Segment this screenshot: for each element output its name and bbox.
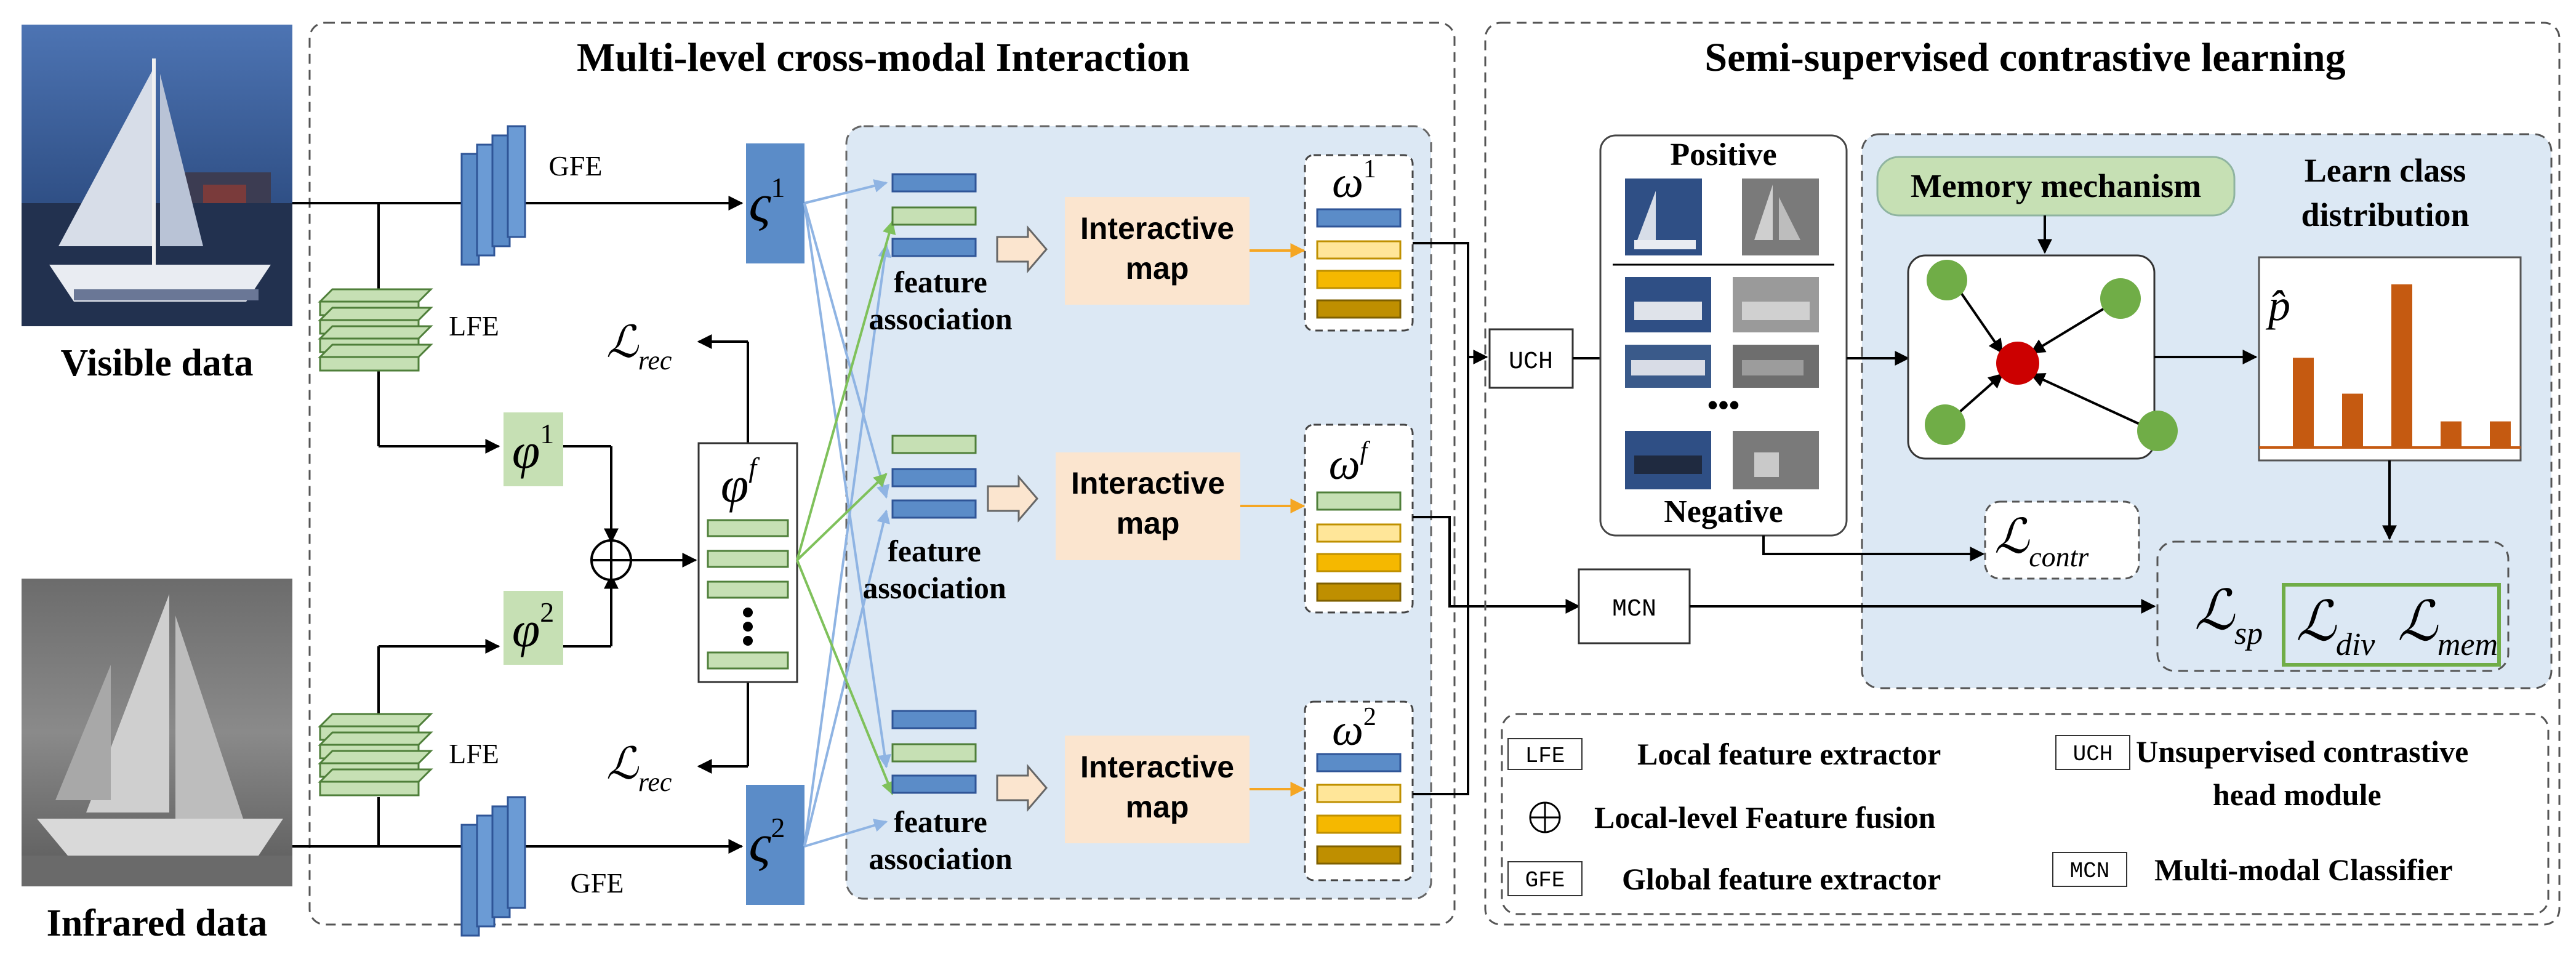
contrastive-learning-panel xyxy=(1484,22,2561,926)
mcn-box xyxy=(1578,568,1691,644)
hollow-arrows xyxy=(987,225,1048,813)
negative-to-contr-connector xyxy=(1762,536,1985,561)
legend-mcn-code-box xyxy=(2052,852,2127,887)
association-arrows-green xyxy=(796,220,896,796)
feature-association-bottom xyxy=(891,710,977,794)
varsigma1-box xyxy=(746,143,804,263)
legend-gfe-code-box xyxy=(1507,861,1583,896)
loss-rec-bottom: ℒrec xyxy=(606,739,672,797)
legend-gfe-desc: Global feature extractor xyxy=(1622,862,1941,896)
phi-f-feature-bars xyxy=(707,519,789,670)
visible-data-label: Visible data xyxy=(61,342,254,384)
legend-uch-code-box xyxy=(2055,735,2130,770)
mcn-label: MCN xyxy=(1612,596,1656,624)
gfe-label-top: GFE xyxy=(549,150,603,182)
interactive-map-middle xyxy=(1056,452,1240,560)
phi1-box xyxy=(504,412,563,486)
lfe-block-top xyxy=(318,288,433,372)
loss-contr: ℒcontr xyxy=(1994,510,2089,572)
varsigma1-symbol: ς1 xyxy=(749,172,785,234)
legend-fusion-desc: Local-level Feature fusion xyxy=(1594,800,1936,835)
omega2-symbol: ω2 xyxy=(1332,703,1376,755)
lfe-block-bottom xyxy=(318,713,433,796)
visible-image xyxy=(22,25,292,326)
positive-label: Positive xyxy=(1670,137,1776,172)
loss-mem: ℒmem xyxy=(2397,592,2498,662)
interactive-map-top xyxy=(1065,197,1250,305)
loss-sp: ℒsp xyxy=(2194,580,2263,651)
p-hat-symbol: p̂ xyxy=(2265,281,2290,330)
negative-ellipsis: ••• xyxy=(1707,388,1740,422)
gfe-block-bottom xyxy=(460,796,526,937)
negative-samples xyxy=(1625,277,1819,489)
gfe-label-bottom: GFE xyxy=(571,867,624,899)
loss-div: ℒdiv xyxy=(2296,592,2375,662)
negative-label: Negative xyxy=(1664,494,1783,529)
omega-f-box xyxy=(1304,423,1414,614)
uch-box xyxy=(1488,328,1574,389)
legend-uch-code: UCH xyxy=(2073,742,2113,767)
contrastive-learning-title: Semi-supervised contrastive learning xyxy=(1704,35,2345,80)
distribution-bar xyxy=(2293,358,2314,447)
legend-lfe-code-box xyxy=(1507,738,1583,770)
memory-mechanism-label: Memory mechanism xyxy=(1911,167,2201,204)
legend-lfe-code: LFE xyxy=(1525,744,1565,769)
feature-association-middle xyxy=(891,435,977,519)
phi2-symbol: φ2 xyxy=(512,596,554,657)
lfe-label-top: LFE xyxy=(449,310,499,342)
fusion-oplus-icon xyxy=(590,539,632,581)
orange-arrows xyxy=(1240,243,1306,796)
memory-center-node xyxy=(1996,342,2039,385)
loss-div-mem-box xyxy=(2282,583,2501,667)
loss-sp-box xyxy=(2156,540,2510,672)
legend-lfe-desc: Local feature extractor xyxy=(1637,737,1941,771)
omega1-box xyxy=(1304,154,1414,332)
memory-mechanism-box xyxy=(1876,156,2236,217)
interactive-map-bottom xyxy=(1065,736,1250,843)
association-arrows-blue xyxy=(803,179,892,848)
legend-fusion-icon xyxy=(1529,801,1561,833)
distribution-bars xyxy=(2293,284,2511,447)
positive-samples xyxy=(1625,179,1819,255)
distribution-bar xyxy=(2441,421,2462,447)
distribution-bar xyxy=(2391,284,2412,447)
omega2-box xyxy=(1304,700,1414,881)
legend-box xyxy=(1501,713,2550,915)
cross-modal-interaction-panel xyxy=(308,22,1456,926)
distribution-bar xyxy=(2342,393,2363,447)
infrared-data-label: Infrared data xyxy=(47,902,268,944)
omega1-symbol: ω1 xyxy=(1332,155,1376,207)
legend-mcn-desc: Multi-modal Classifier xyxy=(2154,853,2453,887)
phi1-symbol: φ1 xyxy=(512,418,554,479)
cross-modal-interaction-title: Multi-level cross-modal Interaction xyxy=(577,35,1190,80)
memory-graph-nodes xyxy=(1925,260,2178,451)
feature-association-top xyxy=(891,173,977,257)
lfe-label-bottom: LFE xyxy=(449,738,499,769)
phi2-box xyxy=(504,591,563,665)
loss-rec-top: ℒrec xyxy=(606,318,672,375)
uch-label: UCH xyxy=(1509,348,1553,376)
loss-contr-box xyxy=(1984,500,2140,580)
phi-f-ellipsis xyxy=(743,608,753,646)
gfe-block-top xyxy=(460,125,526,266)
omega-output-connectors xyxy=(1413,242,1581,795)
infrared-image xyxy=(22,579,292,886)
legend-gfe-code: GFE xyxy=(1525,868,1565,893)
distribution-bar xyxy=(2490,421,2511,447)
varsigma2-box xyxy=(746,785,804,905)
varsigma2-symbol: ς2 xyxy=(749,812,785,874)
legend-mcn-code: MCN xyxy=(2070,859,2110,884)
